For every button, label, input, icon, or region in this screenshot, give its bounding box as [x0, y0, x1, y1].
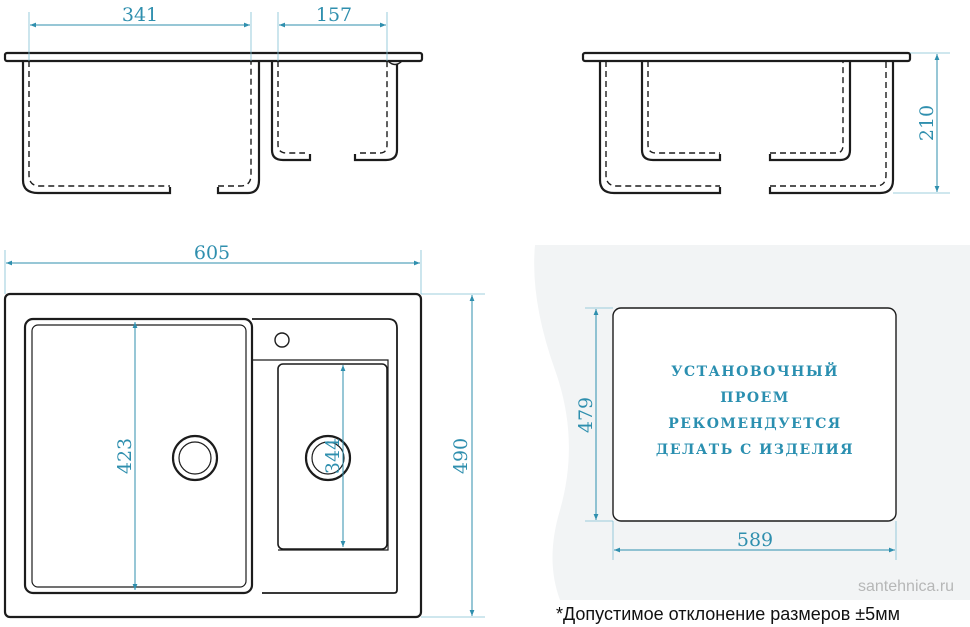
dim-label-344: 344	[322, 438, 344, 474]
drain-left	[171, 434, 219, 482]
front-section-view: 341 157	[3, 4, 424, 195]
cutout-rect	[612, 307, 897, 522]
cutout-note-line: УСТАНОВОЧНЫЙ	[671, 361, 839, 380]
dim-label-341: 341	[122, 4, 158, 26]
dim-label-490: 490	[450, 438, 472, 474]
watermark: santehnica.ru	[858, 578, 955, 595]
dim-label-157: 157	[316, 4, 352, 26]
dim-label-210: 210	[916, 105, 938, 141]
dim-label-605: 605	[194, 242, 230, 264]
faucet-hole	[274, 332, 290, 348]
cutout-note-line: ДЕЛАТЬ С ИЗДЕЛИЯ	[656, 442, 854, 458]
plan-view: 605 490 423 344	[3, 242, 485, 619]
drain-right	[304, 434, 352, 482]
tolerance-footnote: *Допустимое отклонение размеров ±5мм	[556, 604, 900, 624]
side-section-view: 210	[581, 51, 950, 195]
dim-label-423: 423	[114, 438, 136, 474]
cutout-note-line: ПРОЕМ	[720, 390, 790, 406]
cutout-note-line: РЕКОМЕНДУЕТСЯ	[668, 416, 841, 432]
dim-label-589: 589	[737, 529, 773, 551]
cutout-view: 479 589 УСТАНОВОЧНЫЙ ПРОЕМ РЕКОМЕНДУЕТСЯ…	[534, 245, 970, 600]
dim-label-479: 479	[575, 397, 597, 433]
